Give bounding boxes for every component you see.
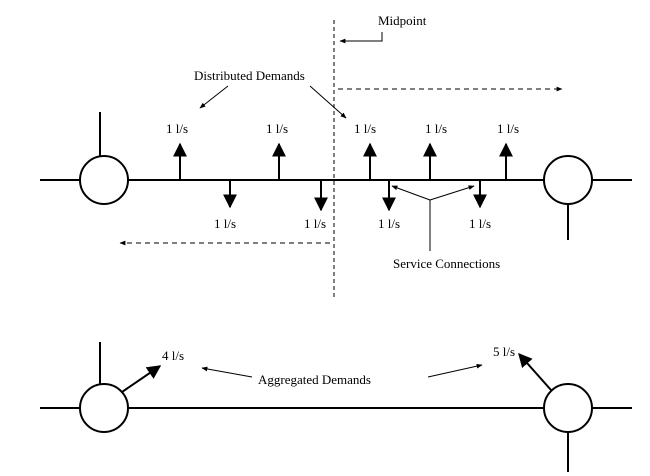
- up-label-2: 1 l/s: [266, 121, 288, 136]
- aggregated-arrow-right: [518, 352, 552, 391]
- distributed-pointer-right: [309, 85, 347, 119]
- distributed-pointer-left: [199, 85, 229, 109]
- aggregated-pointer-right: [427, 363, 483, 378]
- down-label-1: 1 l/s: [214, 216, 236, 231]
- up-label-1: 1 l/s: [166, 121, 188, 136]
- aggregated-pointer-left: [201, 366, 253, 378]
- right-aggregated-value: 5 l/s: [493, 344, 515, 359]
- upward-demand-labels: 1 l/s 1 l/s 1 l/s 1 l/s 1 l/s: [166, 121, 519, 136]
- bottom-pipe-network: [40, 342, 632, 472]
- downward-demand-arrows: [223, 180, 487, 212]
- down-label-3: 1 l/s: [378, 216, 400, 231]
- up-label-3: 1 l/s: [354, 121, 376, 136]
- distributed-demands-label: Distributed Demands: [194, 68, 305, 83]
- down-label-2: 1 l/s: [304, 216, 326, 231]
- upward-demand-arrows: [173, 142, 513, 180]
- service-pointer-3: [429, 185, 475, 201]
- down-label-4: 1 l/s: [469, 216, 491, 231]
- service-pointer-2: [391, 185, 431, 201]
- aggregated-arrow-left: [121, 365, 162, 393]
- midpoint-pointer: [339, 32, 383, 44]
- downward-demand-labels: 1 l/s 1 l/s 1 l/s 1 l/s: [214, 216, 491, 231]
- midpoint-label: Midpoint: [378, 13, 427, 28]
- top-pipe-network: [40, 112, 632, 240]
- aggregated-demands-label: Aggregated Demands: [258, 372, 371, 387]
- bottom-right-node: [543, 383, 593, 433]
- right-node: [543, 155, 593, 205]
- up-label-5: 1 l/s: [497, 121, 519, 136]
- up-label-4: 1 l/s: [425, 121, 447, 136]
- bottom-left-node: [79, 383, 129, 433]
- left-node: [79, 155, 129, 205]
- left-aggregated-value: 4 l/s: [162, 348, 184, 363]
- service-connections-label: Service Connections: [393, 256, 500, 271]
